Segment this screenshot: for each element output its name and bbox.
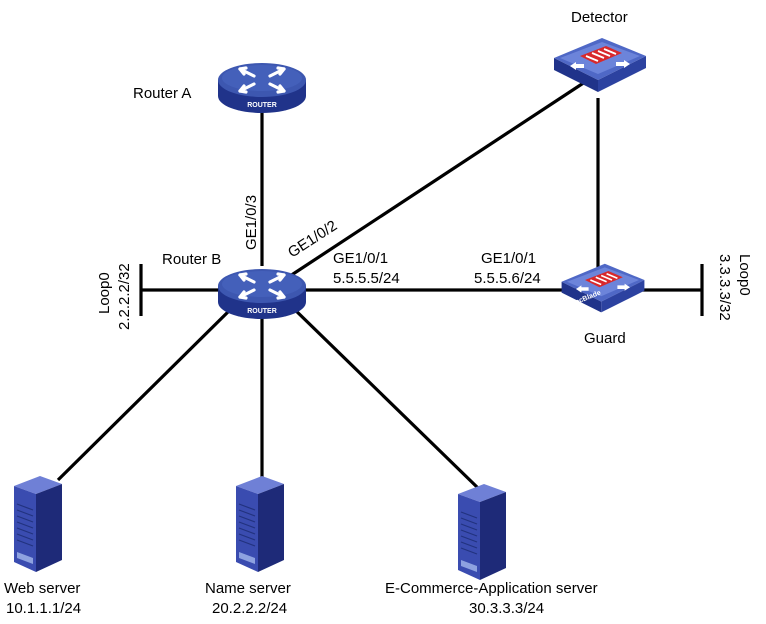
loopback-labels: Loop0 2.2.2.2/32 Loop0 3.3.3.3/32: [96, 254, 753, 330]
ecommerce-application-server[interactable]: E-Commerce-Application server 30.3.3.3/2…: [385, 483, 598, 617]
web-server-ip: 10.1.1.1/24: [6, 600, 81, 617]
link-router-b-ecommerce-server: [288, 303, 480, 490]
interface-labels: GE1/0/3 GE1/0/2 GE1/0/1 5.5.5.5/24 GE1/0…: [243, 195, 541, 287]
router-icon: [216, 267, 308, 321]
server-icon: [457, 483, 507, 581]
guard-label: Guard: [584, 330, 626, 347]
router-a[interactable]: Router A: [133, 61, 308, 115]
router-b[interactable]: Router B: [162, 251, 308, 321]
server-icon: [13, 475, 63, 573]
web-server[interactable]: Web server 10.1.1.1/24: [4, 475, 81, 617]
links: [56, 78, 702, 490]
guard-loopback-ip: 3.3.3.3/32: [716, 254, 733, 321]
guard-loopback-name: Loop0: [736, 254, 753, 296]
ecommerce-server-label: E-Commerce-Application server: [385, 580, 598, 597]
detector-label: Detector: [571, 9, 628, 26]
interface-guard-to-rb: GE1/0/1: [481, 250, 536, 267]
router-b-loopback-ip: 2.2.2.2/32: [116, 263, 133, 330]
detector-card-icon: [553, 37, 647, 93]
name-server-label: Name server: [205, 580, 291, 597]
router-a-label: Router A: [133, 85, 191, 102]
router-b-label: Router B: [162, 251, 221, 268]
interface-rb-to-guard-ip: 5.5.5.5/24: [333, 270, 400, 287]
name-server-ip: 20.2.2.2/24: [212, 600, 287, 617]
guard[interactable]: SecBlade Guard: [560, 262, 646, 347]
interface-guard-to-rb-ip: 5.5.5.6/24: [474, 270, 541, 287]
interface-rb-to-guard: GE1/0/1: [333, 250, 388, 267]
router-b-loopback-name: Loop0: [96, 272, 113, 314]
detector[interactable]: Detector: [553, 9, 647, 93]
interface-rb-to-ra: GE1/0/3: [243, 195, 260, 250]
web-server-label: Web server: [4, 580, 80, 597]
name-server[interactable]: Name server 20.2.2.2/24: [205, 475, 291, 617]
link-router-b-detector: [289, 78, 589, 278]
server-icon: [235, 475, 285, 573]
ecommerce-server-ip: 30.3.3.3/24: [469, 600, 544, 617]
link-router-b-web-server: [56, 303, 237, 482]
loopback-bars: [139, 264, 704, 316]
router-icon: [216, 61, 308, 115]
